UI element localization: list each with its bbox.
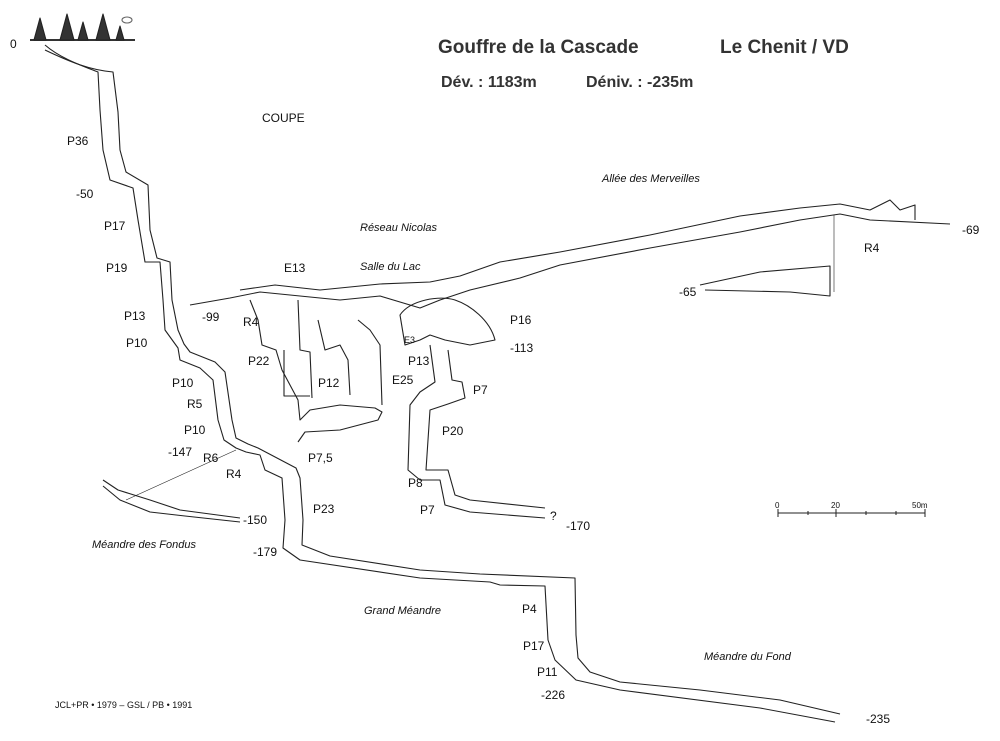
pitch-label: P7 <box>420 503 435 517</box>
passage-name: Méandre du Fond <box>704 651 791 663</box>
depth-label: -179 <box>253 545 278 559</box>
view-type-label: COUPE <box>262 111 305 125</box>
main-shaft-wall-left <box>44 44 836 723</box>
scale-bar <box>777 509 926 517</box>
map-title: Gouffre de la Cascade <box>438 37 639 58</box>
development-stat: Dév. : 1183m <box>441 74 537 91</box>
passage-name: Méandre des Fondus <box>92 539 196 551</box>
upper-gallery-ceiling <box>239 199 916 291</box>
pitch-label: P20 <box>442 424 464 438</box>
pitch-label: P13 <box>124 309 146 323</box>
pitch-label: P19 <box>106 261 128 275</box>
depth-label: -113 <box>510 341 534 355</box>
pitch-label: P7,5 <box>308 451 333 465</box>
p20-shaft <box>407 344 546 519</box>
upper-gallery-floor <box>189 213 951 309</box>
passage-name: Réseau Nicolas <box>360 222 438 234</box>
depth-label: -150 <box>243 513 268 527</box>
pitch-label: P36 <box>67 134 89 148</box>
depth-label: -147 <box>168 445 193 459</box>
main-shaft-wall-right <box>44 49 841 715</box>
pitch-label: P17 <box>104 219 126 233</box>
pitch-label: P10 <box>172 376 194 390</box>
salle-du-lac <box>399 297 496 346</box>
pitch-label: R4 <box>243 315 259 329</box>
pitch-label: P10 <box>184 423 206 437</box>
passage-name: Salle du Lac <box>360 261 421 273</box>
pitch-label: P17 <box>523 639 545 653</box>
surface-trees-icon <box>30 13 135 41</box>
depth-label: -69 <box>962 223 980 237</box>
pitch-label: P12 <box>318 376 340 390</box>
pitch-label: P11 <box>537 665 558 679</box>
pitch-label: P10 <box>126 336 148 350</box>
pitch-label: R4 <box>226 467 242 481</box>
tie-line <box>125 449 237 501</box>
depth-label: -170 <box>566 519 591 533</box>
pitch-label: E13 <box>284 261 306 275</box>
passage-name: Grand Méandre <box>364 605 442 617</box>
depth-stat: Déniv. : -235m <box>586 74 694 91</box>
pitch-label: P16 <box>510 313 532 327</box>
passage-name: Allée des Merveilles <box>602 173 700 185</box>
lower-branch-65 <box>699 265 831 297</box>
scale-tick-label: 0 <box>775 501 780 510</box>
pitch-label: P4 <box>522 602 537 616</box>
pitch-label: R6 <box>203 451 219 465</box>
pitch-label: P8 <box>408 476 423 490</box>
pitch-label: P22 <box>248 354 270 368</box>
pitch-label: P7 <box>473 383 488 397</box>
depth-label: 0 <box>10 37 17 51</box>
depth-label: -65 <box>679 285 697 299</box>
scale-tick-label: 50m <box>912 501 928 510</box>
depth-label: -99 <box>202 310 220 324</box>
pitch-label: E25 <box>392 373 414 387</box>
pitch-label: P23 <box>313 502 335 516</box>
pitch-label: R5 <box>187 397 203 411</box>
credits: JCL+PR • 1979 – GSL / PB • 1991 <box>55 700 193 710</box>
depth-label: -226 <box>541 688 566 702</box>
pitch-label: E3 <box>404 335 416 345</box>
pitch-label: R4 <box>864 241 880 255</box>
location: Le Chenit / VD <box>720 37 849 58</box>
scale-tick-label: 20 <box>831 501 840 510</box>
reseau-nicolas-shafts <box>249 299 383 443</box>
unexplored-marker: ? <box>550 509 557 523</box>
depth-label: -235 <box>866 712 891 726</box>
meandre-des-fondus <box>102 479 241 519</box>
depth-label: -50 <box>76 187 94 201</box>
pitch-label: P13 <box>408 354 430 368</box>
